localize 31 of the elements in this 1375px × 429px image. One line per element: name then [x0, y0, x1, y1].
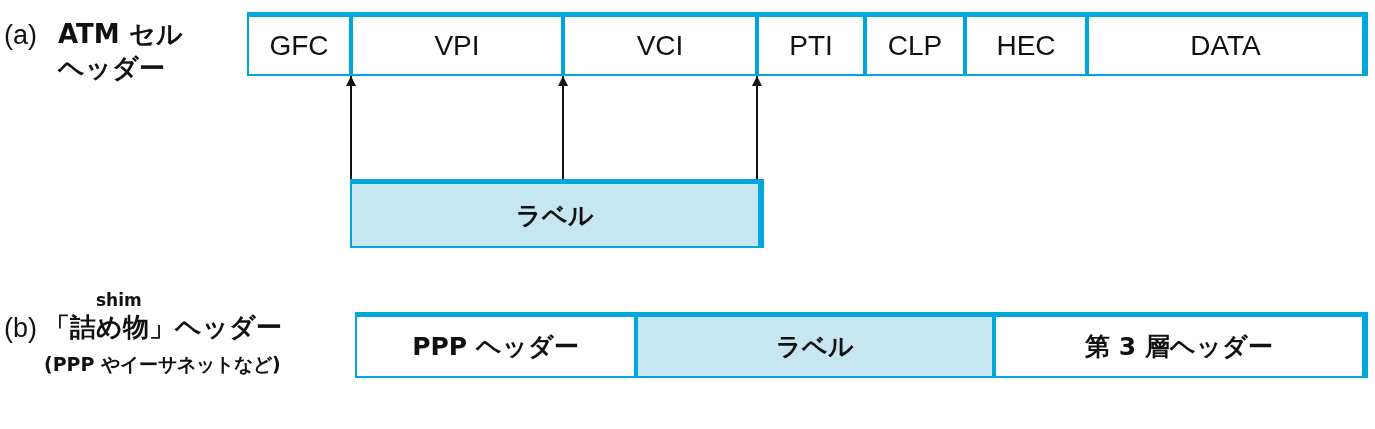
- field-box: [994, 312, 1368, 378]
- header-field-box: [247, 12, 351, 76]
- field-label: 第 3 層ヘッダー: [1085, 331, 1273, 363]
- panel-label: (a): [4, 19, 37, 52]
- heading: ATM セルヘッダー: [58, 18, 184, 85]
- field-label: VPI: [434, 29, 480, 62]
- field-label: PTI: [789, 29, 833, 62]
- header-field-box: [563, 12, 757, 76]
- field-label: GFC: [269, 29, 329, 62]
- field-label: CLP: [887, 29, 943, 62]
- field-label: ラベル: [516, 199, 594, 232]
- arrow: [558, 75, 568, 180]
- ruby-annotation: shim: [96, 289, 142, 312]
- arrow: [346, 75, 356, 180]
- field-label: VCI: [636, 29, 684, 62]
- subheading: (PPP やイーサネットなど): [44, 352, 281, 377]
- header-field-box: [757, 12, 865, 76]
- field-box: [350, 179, 764, 248]
- field-label: PPP ヘッダー: [412, 331, 579, 363]
- field-box: [355, 312, 636, 378]
- field-box: [636, 312, 994, 378]
- header-field-box: [351, 12, 563, 76]
- arrow: [752, 75, 762, 180]
- field-label: HEC: [996, 29, 1056, 62]
- field-label: DATA: [1190, 29, 1261, 62]
- header-field-box: [1087, 12, 1368, 76]
- field-label: ラベル: [776, 331, 854, 363]
- panel-label: (b): [4, 312, 37, 345]
- header-field-box: [865, 12, 965, 76]
- header-field-box: [965, 12, 1087, 76]
- heading: 「詰め物」ヘッダー: [44, 311, 282, 344]
